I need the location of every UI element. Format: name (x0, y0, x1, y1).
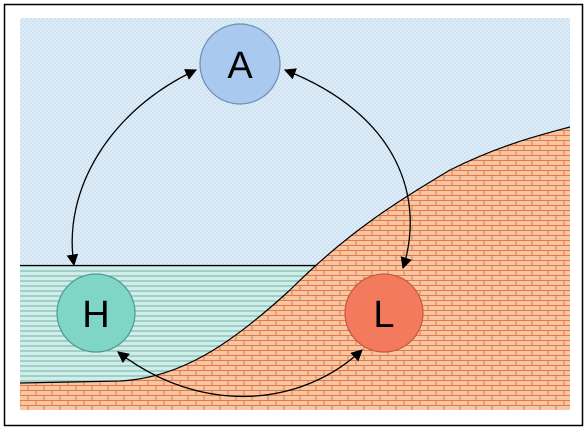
node-a: A (199, 23, 281, 105)
node-h-label: H (82, 294, 109, 336)
node-l: L (344, 273, 424, 353)
arrow-a-h (66, 69, 198, 267)
node-h-circle (56, 273, 136, 353)
node-a-label: A (227, 45, 253, 87)
node-a-circle (199, 23, 281, 105)
node-l-label: L (373, 294, 394, 336)
land-region (20, 127, 570, 410)
node-h: H (56, 273, 136, 353)
arrow-h-l (117, 349, 363, 398)
arrow-a-l (283, 68, 412, 270)
node-l-circle (344, 273, 424, 353)
